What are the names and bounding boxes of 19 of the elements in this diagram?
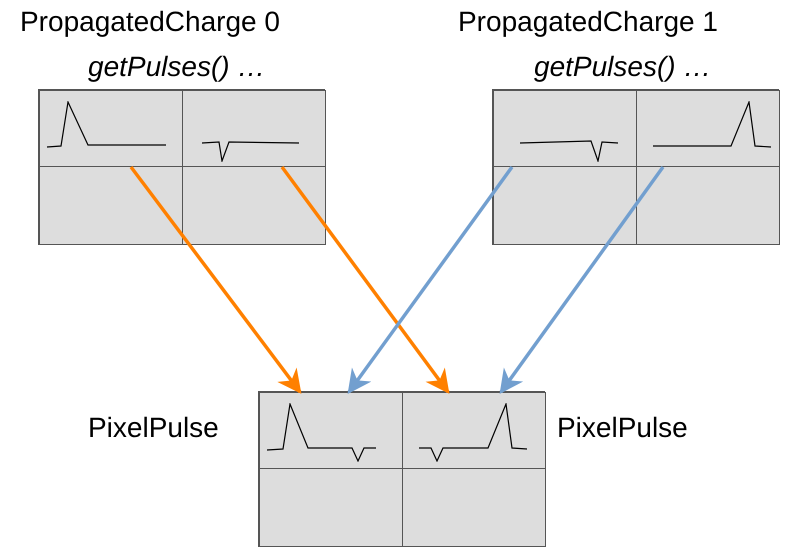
pulse-grid [38, 89, 325, 245]
panel-heading: PixelPulse [557, 412, 688, 444]
method-call: getPulses() … [88, 51, 266, 83]
arrow [348, 166, 514, 394]
pulse-grid [258, 391, 545, 547]
arrow [130, 166, 302, 394]
waveform-cell [636, 90, 780, 167]
waveform-cell [39, 90, 183, 167]
arrow [280, 166, 450, 394]
waveform-cell [402, 392, 546, 469]
method-call: getPulses() … [534, 51, 712, 83]
panel-heading: PropagatedCharge 0 [20, 6, 280, 38]
pulse-grid [492, 89, 779, 245]
panel-heading: PixelPulse [88, 412, 219, 444]
waveform-cell [493, 90, 637, 167]
arrow [500, 166, 664, 394]
waveform-cell [182, 90, 326, 167]
panel-heading: PropagatedCharge 1 [458, 6, 718, 38]
waveform-cell [259, 392, 403, 469]
